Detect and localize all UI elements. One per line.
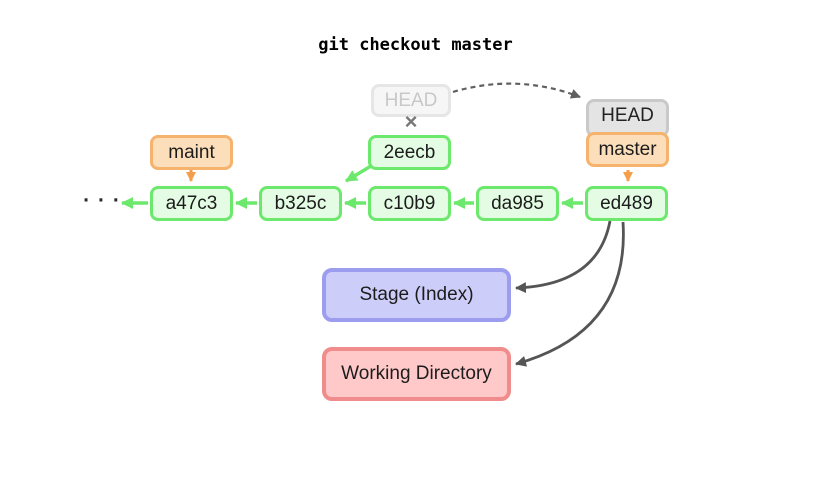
branch-label-maint: maint (150, 135, 233, 170)
diagram-title: git checkout master (318, 35, 513, 55)
head-old-node: HEAD (371, 84, 451, 117)
edge-head-move (452, 82, 581, 99)
history-ellipsis: · · · (83, 189, 121, 212)
branch-label-master: master (586, 132, 669, 167)
commit-node-2eecb: 2eecb (368, 135, 451, 170)
edge-2eecb-b325c (345, 164, 372, 183)
stage-index-box: Stage (Index) (322, 268, 511, 322)
working-directory-box: Working Directory (322, 347, 511, 401)
commit-node-da985: da985 (476, 186, 559, 221)
commit-node-ed489: ed489 (585, 186, 668, 221)
detach-cross-icon: × (404, 109, 418, 134)
commit-node-c10b9: c10b9 (368, 186, 451, 221)
head-new-node: HEAD (586, 99, 669, 137)
edge-ed489-stage (515, 220, 612, 294)
commit-node-a47c3: a47c3 (150, 186, 233, 221)
edge-ed489-working (515, 221, 625, 367)
commit-node-b325c: b325c (259, 186, 342, 221)
